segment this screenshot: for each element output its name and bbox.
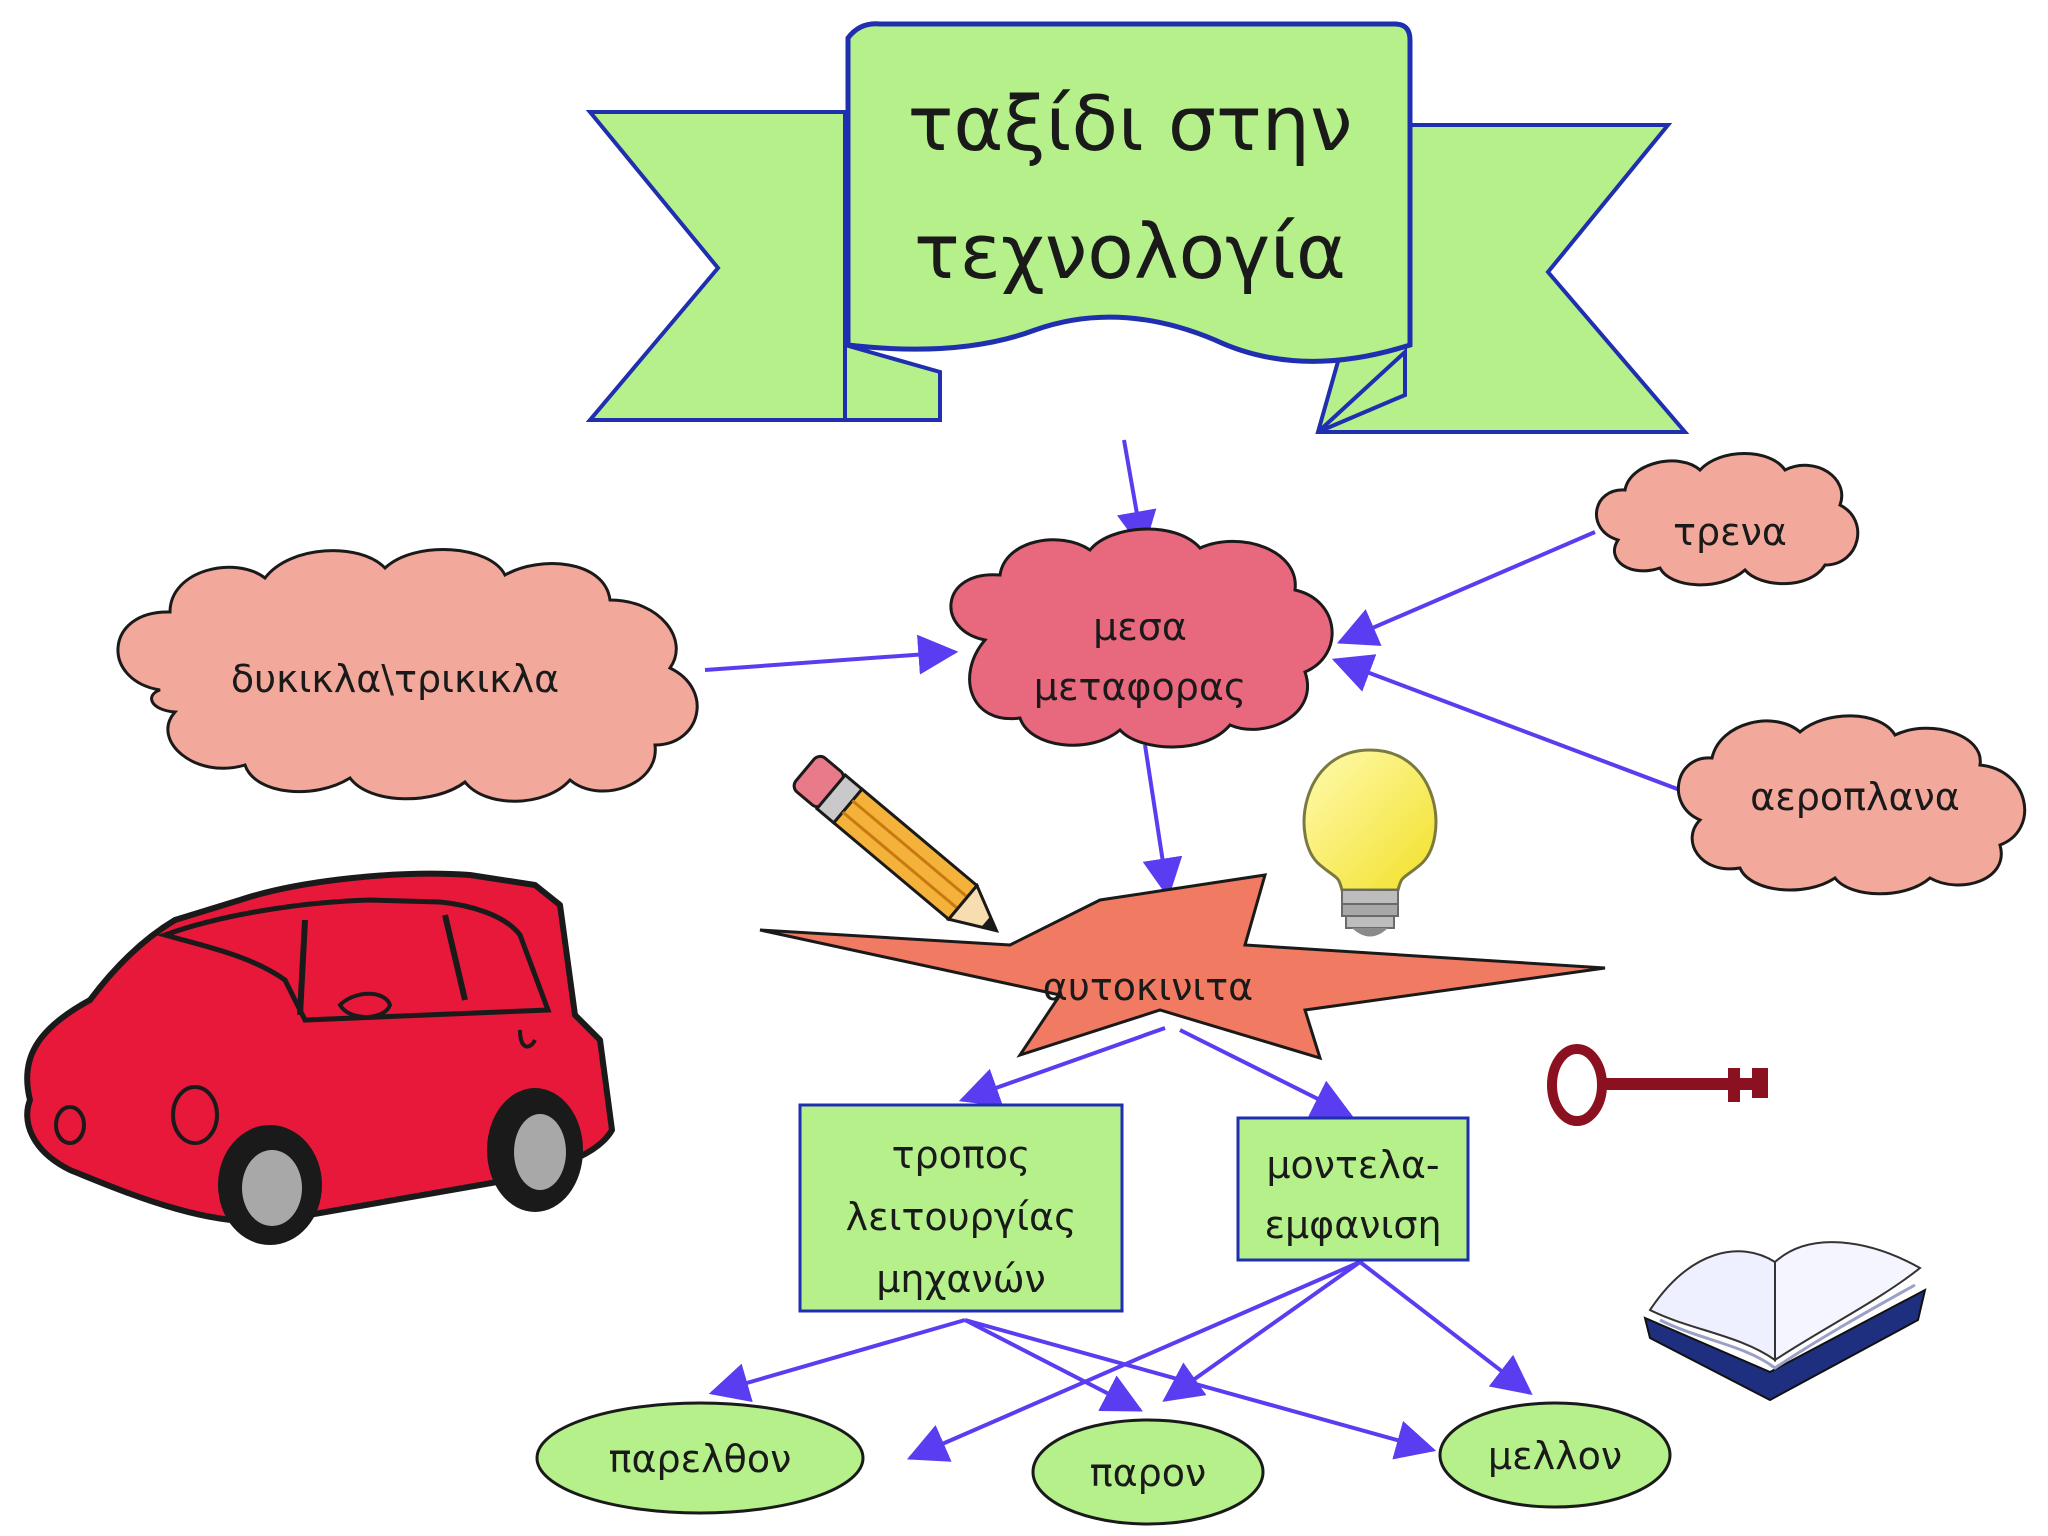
label-future: μελλον [1488, 1434, 1622, 1478]
banner-right-fold [1316, 347, 1407, 434]
title-line-1: ταξίδι στην [908, 79, 1353, 168]
label-past: παρελθον [609, 1437, 792, 1481]
cloud-shape-planes [1676, 714, 2027, 896]
ellipse-present [1031, 1418, 1265, 1526]
label-operation-line-2: λειτουργίας [846, 1195, 1077, 1239]
arrow-models-to-future [1358, 1260, 1533, 1396]
car-icon [24, 870, 615, 1245]
arrow-models-to-present [1162, 1260, 1362, 1402]
title-banner: ταξίδι στην τεχνολογία [585, 21, 1690, 434]
cloud-shape-trains [1594, 452, 1860, 587]
banner-left-tail [585, 110, 847, 422]
key-icon [1547, 1044, 1768, 1126]
label-present: παρον [1090, 1451, 1207, 1495]
node-bikes: δυκικλα\τρικικλα [116, 548, 699, 803]
label-models-line-2: εμφανιση [1264, 1203, 1441, 1247]
label-means-line-1: μεσα [1093, 605, 1187, 649]
banner-main-panel [845, 21, 1413, 364]
arrow-operation-to-present [964, 1318, 1143, 1412]
arrow-models-to-past [906, 1260, 1361, 1462]
arrow-operation-to-past [708, 1318, 966, 1403]
label-bikes: δυκικλα\τρικικλα [231, 657, 559, 701]
node-past: παρελθον [535, 1401, 865, 1515]
node-future: μελλον [1438, 1401, 1672, 1509]
pencil-icon [792, 754, 1000, 933]
ellipse-past [535, 1401, 865, 1515]
box-operation [798, 1103, 1124, 1313]
node-cars: αυτοκινιτα [759, 873, 1606, 1061]
ellipse-future [1438, 1401, 1672, 1509]
label-planes: αεροπλανα [1750, 775, 1960, 819]
arrow-trains-to-means [1336, 530, 1596, 646]
label-cars: αυτοκινιτα [1043, 965, 1253, 1009]
star-shape-cars [759, 873, 1606, 1061]
label-models-line-1: μοντελα- [1266, 1143, 1439, 1187]
arrow-means-to-cars [1142, 744, 1183, 899]
open-book-icon [1643, 1241, 1927, 1402]
box-models [1236, 1116, 1470, 1262]
cloud-shape-bikes [116, 548, 699, 803]
label-means-line-2: μεταφορας [1034, 665, 1246, 709]
node-means-of-transport: μεσα μεταφορας [949, 527, 1334, 749]
node-planes: αεροπλανα [1676, 714, 2027, 896]
lightbulb-icon [1302, 748, 1438, 937]
cloud-shape-means [949, 527, 1334, 749]
title-line-2: τεχνολογία [914, 207, 1346, 296]
node-operation: τροπος λειτουργίας μηχανών [798, 1103, 1124, 1313]
label-operation-line-3: μηχανών [876, 1257, 1046, 1301]
arrow-planes-to-means [1331, 654, 1681, 792]
node-present: παρον [1031, 1418, 1265, 1526]
label-operation-line-1: τροπος [892, 1133, 1031, 1177]
arrow-cars-to-operation [958, 1026, 1166, 1107]
connectors [704, 439, 1681, 1462]
arrow-bikes-to-means [704, 634, 959, 675]
arrow-cars-to-models [1179, 1028, 1353, 1117]
node-trains: τρενα [1594, 452, 1860, 587]
banner-left-fold [843, 342, 942, 422]
node-models: μοντελα- εμφανιση [1236, 1116, 1470, 1262]
label-trains: τρενα [1673, 510, 1787, 554]
